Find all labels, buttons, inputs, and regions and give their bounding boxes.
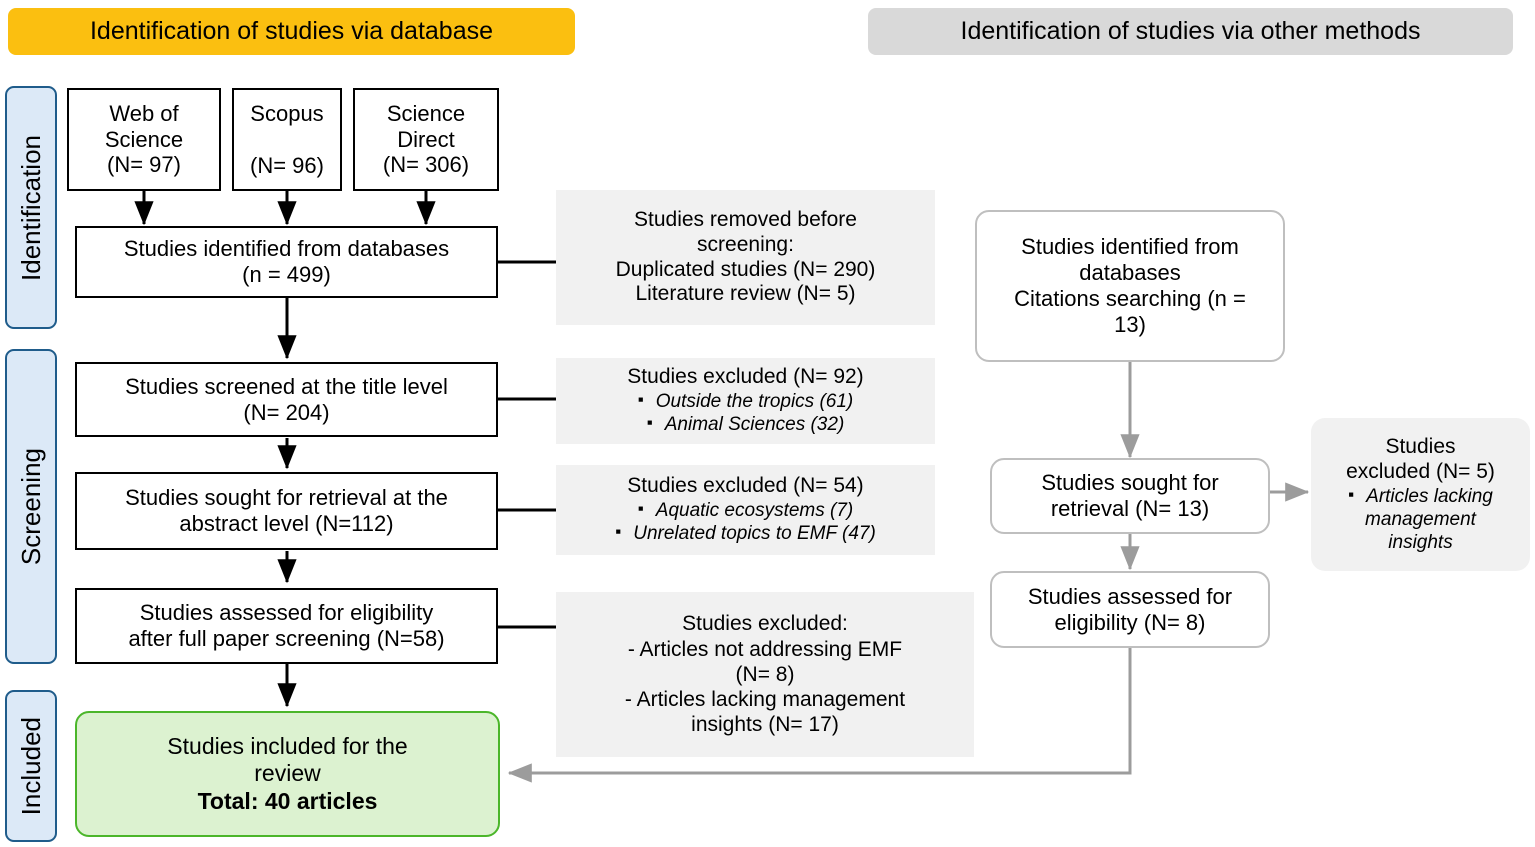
source-box-science-direct: Science Direct (N= 306)	[353, 88, 499, 191]
right-excluded-line1: Studies	[1385, 434, 1456, 458]
excluded-title-reason-1: Animal Sciences (32)	[556, 413, 935, 436]
title-screened-line2: (N= 204)	[243, 399, 330, 425]
excluded-fulltext-reason-1: - Articles lacking management	[624, 687, 906, 711]
box-studies-sought-abstract-level: Studies sought for retrieval at the abst…	[75, 472, 498, 550]
box-studies-identified-from-databases: Studies identified from databases (n = 4…	[75, 226, 498, 298]
removed-duplicated: Duplicated studies (N= 290)	[615, 257, 876, 281]
excluded-abstract-reason-1: Unrelated topics to EMF (47)	[556, 522, 935, 545]
stage-tab-screening: Screening	[5, 349, 57, 664]
box-studies-excluded-abstract: Studies excluded (N= 54) Aquatic ecosyst…	[556, 465, 935, 555]
banner-identification-via-other-methods: Identification of studies via other meth…	[868, 8, 1513, 55]
included-line1: Studies included for the	[167, 733, 408, 760]
removed-line2: screening:	[697, 232, 794, 256]
box-studies-identified-other-methods: Studies identified from databases Citati…	[975, 210, 1285, 362]
box-studies-included-for-review: Studies included for the review Total: 4…	[75, 711, 500, 837]
abstract-sought-line2: abstract level (N=112)	[179, 511, 394, 536]
excluded-fulltext-reason-1-count: insights (N= 17)	[691, 713, 839, 737]
excluded-title-reasons: Outside the tropics (61) Animal Sciences…	[556, 390, 935, 436]
source-web-of-science-count: (N= 97)	[107, 152, 181, 178]
right-sought-line1: Studies sought for	[1041, 470, 1219, 496]
identified-other-line1: Studies identified from	[1021, 234, 1239, 260]
source-scopus-line1: Scopus	[250, 100, 324, 126]
right-excluded-reason-0: Articles lacking management insights	[1337, 485, 1504, 555]
source-box-web-of-science: Web of Science (N= 97)	[67, 88, 221, 191]
excluded-abstract-reason-0: Aquatic ecosystems (7)	[556, 499, 935, 522]
source-scopus-count: (N= 96)	[250, 152, 324, 178]
banner-identification-via-database: Identification of studies via database	[8, 8, 575, 55]
stage-tab-screening-label: Screening	[15, 447, 46, 566]
right-excluded-reasons: Articles lacking management insights	[1311, 485, 1530, 555]
source-scopus-spacer	[234, 127, 340, 153]
box-studies-excluded-title: Studies excluded (N= 92) Outside the tro…	[556, 358, 935, 444]
stage-tab-identification-label: Identification	[15, 134, 46, 281]
identified-other-line4: 13)	[1114, 311, 1146, 337]
excluded-fulltext-reasons: - Articles not addressing EMF (N= 8) - A…	[556, 637, 974, 738]
box-studies-assessed-for-eligibility: Studies assessed for eligibility after f…	[75, 588, 498, 664]
title-screened-line1: Studies screened at the title level	[125, 373, 448, 399]
box-studies-screened-title-level: Studies screened at the title level (N= …	[75, 362, 498, 437]
stage-tab-included-label: Included	[15, 716, 46, 816]
excluded-title-reason-0: Outside the tropics (61)	[556, 390, 935, 413]
included-total: Total: 40 articles	[197, 787, 378, 814]
source-web-of-science-line2: Science	[104, 126, 184, 152]
excluded-fulltext-heading: Studies excluded:	[682, 611, 848, 635]
box-right-studies-assessed-for-eligibility: Studies assessed for eligibility (N= 8)	[990, 571, 1270, 648]
right-excluded-line2: excluded (N= 5)	[1346, 459, 1495, 483]
removed-literature-review: Literature review (N= 5)	[635, 282, 856, 306]
excluded-abstract-reasons: Aquatic ecosystems (7) Unrelated topics …	[556, 499, 935, 545]
identified-line1: Studies identified from databases	[123, 236, 450, 262]
box-right-studies-sought-for-retrieval: Studies sought for retrieval (N= 13)	[990, 458, 1270, 534]
identified-other-line3: Citations searching (n =	[1014, 286, 1246, 311]
right-assessed-line1: Studies assessed for	[1027, 583, 1233, 609]
source-science-direct-count: (N= 306)	[382, 152, 470, 178]
identified-line2: (n = 499)	[242, 262, 331, 287]
source-box-scopus: Scopus (N= 96)	[232, 88, 342, 191]
included-line2: review	[254, 760, 321, 787]
abstract-sought-line1: Studies sought for retrieval at the	[125, 485, 448, 511]
excluded-title-heading: Studies excluded (N= 92)	[627, 365, 864, 389]
source-science-direct-line2: Direct	[397, 126, 455, 152]
box-studies-excluded-fulltext: Studies excluded: - Articles not address…	[556, 592, 974, 757]
removed-line1: Studies removed before	[634, 207, 857, 231]
stage-tab-included: Included	[5, 690, 57, 842]
identified-other-line2: databases	[1079, 260, 1181, 286]
stage-tab-identification: Identification	[5, 86, 57, 329]
eligibility-line1: Studies assessed for eligibility	[139, 600, 434, 626]
source-web-of-science-line1: Web of	[109, 100, 179, 126]
box-studies-removed-before-screening: Studies removed before screening: Duplic…	[556, 190, 935, 325]
excluded-fulltext-reason-0-count: (N= 8)	[735, 662, 795, 686]
box-right-studies-excluded: Studies excluded (N= 5) Articles lacking…	[1311, 418, 1530, 571]
excluded-fulltext-reason-0: - Articles not addressing EMF	[627, 637, 903, 661]
excluded-abstract-heading: Studies excluded (N= 54)	[627, 474, 864, 498]
right-assessed-line2: eligibility (N= 8)	[1054, 609, 1206, 635]
source-science-direct-line1: Science	[386, 100, 466, 126]
right-sought-line2: retrieval (N= 13)	[1050, 496, 1210, 521]
eligibility-line2: after full paper screening (N=58)	[128, 626, 445, 651]
